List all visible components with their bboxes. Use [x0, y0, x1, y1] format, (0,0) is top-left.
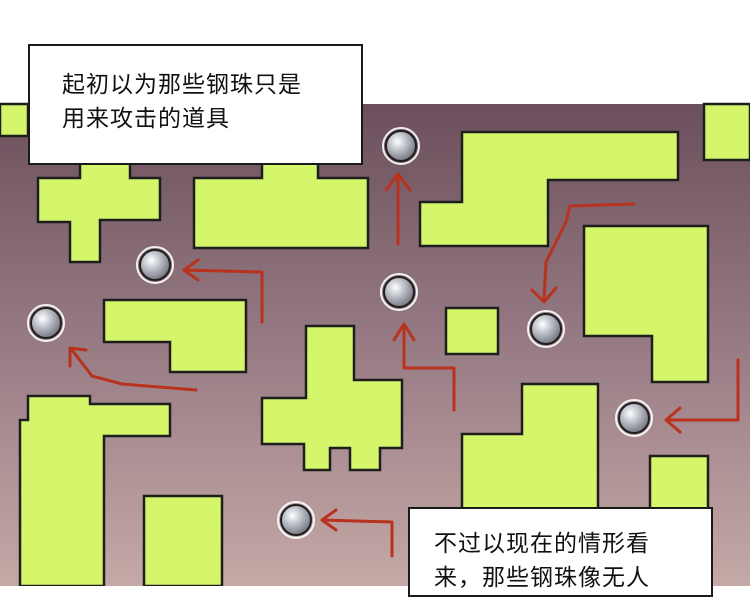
- arrow-icon: [384, 172, 412, 246]
- steel-ball-icon: [530, 313, 562, 345]
- arrow-icon: [664, 358, 740, 434]
- maze-block: [102, 298, 248, 374]
- caption-box-top: 起初以为那些钢珠只是 用来攻击的道具: [28, 44, 363, 165]
- caption-box-bottom: 不过以现在的情形看 来，那些钢珠像无人: [408, 507, 713, 597]
- maze-block: [582, 224, 710, 384]
- maze-block: [36, 160, 162, 264]
- maze-block: [142, 494, 224, 588]
- arrow-icon: [530, 202, 636, 304]
- arrow-icon: [320, 508, 394, 558]
- steel-ball-icon: [618, 402, 650, 434]
- steel-ball-icon: [385, 130, 417, 162]
- caption-line: 用来攻击的道具: [62, 106, 230, 132]
- steel-ball-icon: [383, 276, 415, 308]
- maze-block: [18, 394, 172, 588]
- caption-line: 不过以现在的情形看: [434, 531, 650, 557]
- arrow-icon: [182, 258, 264, 324]
- caption-line: 起初以为那些钢珠只是: [62, 72, 302, 98]
- maze-block: [192, 160, 370, 250]
- maze-block: [260, 324, 404, 472]
- arrow-icon: [392, 322, 456, 412]
- arrow-icon: [68, 346, 198, 392]
- steel-ball-icon: [30, 307, 62, 339]
- steel-ball-icon: [280, 504, 312, 536]
- maze-block: [0, 102, 30, 138]
- maze-block: [418, 130, 680, 248]
- steel-ball-icon: [139, 249, 171, 281]
- maze-block: [702, 102, 750, 162]
- caption-line: 来，那些钢珠像无人: [434, 565, 650, 591]
- maze-block: [444, 306, 500, 356]
